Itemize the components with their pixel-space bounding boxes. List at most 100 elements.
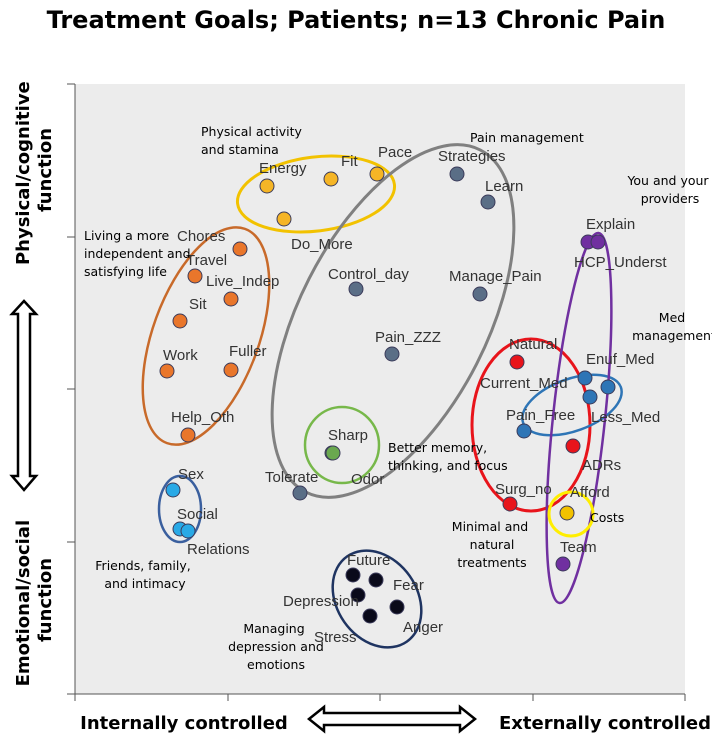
point-label-tolerate: Tolerate [265, 469, 318, 486]
point-hcp-underst [590, 234, 606, 250]
point-label-strategies: Strategies [438, 148, 506, 165]
point-label-social: Social [177, 506, 218, 523]
ellipse-providers [545, 231, 613, 605]
point-label-pain-free: Pain_Free [506, 407, 575, 424]
point-afford [559, 505, 575, 521]
point-label-less-med: Less_Med [591, 409, 660, 426]
vertical-double-arrow-icon [9, 299, 39, 492]
data-points [159, 166, 616, 624]
chart-title: Treatment Goals; Patients; n=13 Chronic … [47, 6, 666, 34]
group-annotations: Physical activity and stamina Living a m… [84, 124, 712, 672]
point-work [159, 363, 175, 379]
point-chores [232, 241, 248, 257]
annotation-memory: Better memory, thinking, and focus [388, 440, 508, 473]
point-pain-free [516, 423, 532, 439]
point-label-odor: Odor [351, 471, 384, 488]
point-pain-zzz [384, 346, 400, 362]
annotation-pain-management: Pain management [470, 130, 584, 145]
point-control-day [348, 281, 364, 297]
ellipse-depression [331, 549, 423, 649]
point-label-fit: Fit [341, 153, 358, 170]
axis-ticks [67, 83, 686, 701]
point-label-control-day: Control_day [328, 266, 409, 283]
point-surg-no [502, 496, 518, 512]
point-label-sit: Sit [189, 296, 207, 313]
x-label-right: Externally controlled [499, 713, 711, 734]
point-stress [362, 608, 378, 624]
point-label-sharp: Sharp [328, 427, 368, 444]
point-relations [180, 523, 196, 539]
annotation-providers: You and your providers [626, 173, 712, 206]
point-anger [389, 599, 405, 615]
point-sit [172, 313, 188, 329]
annotation-med: Med management [632, 310, 712, 343]
point-fuller [223, 362, 239, 378]
point-label-help-oth: Help_Oth [171, 409, 234, 426]
point-future [345, 567, 361, 583]
point-current-med [577, 370, 593, 386]
ellipse-physical [235, 154, 397, 234]
point-natural [509, 354, 525, 370]
ellipse-memory [303, 405, 381, 485]
point-label-enuf-med: Enuf_Med [586, 351, 654, 368]
point-label-chores: Chores [177, 228, 225, 245]
point-label-manage-pain: Manage_Pain [449, 268, 542, 285]
point-label-pace: Pace [378, 144, 412, 161]
point-strategies [449, 166, 465, 182]
point-adrs [565, 438, 581, 454]
point-manage-pain [472, 286, 488, 302]
point-label-pain-zzz: Pain_ZZZ [375, 329, 441, 346]
point-label-afford: Afford [570, 484, 610, 501]
point-do-more [276, 211, 292, 227]
point-label-live-indep: Live_Indep [206, 273, 279, 290]
ellipse-costs [547, 490, 595, 538]
point-enuf-med [600, 379, 616, 395]
group-ellipses [141, 143, 623, 649]
point-label-depression: Depression [283, 593, 359, 610]
ellipse-friends [157, 474, 203, 544]
point-label-surg-no: Surg_no [495, 481, 552, 498]
point-label-current-med: Current_Med [480, 375, 568, 392]
point-label-sex: Sex [178, 466, 204, 483]
point-label-explain: Explain [586, 216, 635, 233]
x-label-left: Internally controlled [80, 713, 288, 734]
ellipse-med [521, 373, 623, 437]
point-label-work: Work [163, 347, 198, 364]
ellipse-independent [141, 226, 271, 446]
point-team [555, 556, 571, 572]
annotation-physical: Physical activity and stamina [201, 124, 306, 157]
point-help-oth [180, 427, 196, 443]
point-tolerate [292, 485, 308, 501]
y-label-bottom: Emotional/social function [13, 514, 56, 687]
point-live-indep [223, 291, 239, 307]
point-energy [259, 178, 275, 194]
point-label-team: Team [560, 539, 597, 556]
point-depression [350, 587, 366, 603]
point-label-future: Future [347, 552, 390, 569]
annotation-costs: Costs [590, 510, 624, 525]
point-label-anger: Anger [403, 619, 443, 636]
point-label-do-more: Do_More [291, 236, 353, 253]
point-label-energy: Energy [259, 160, 307, 177]
horizontal-double-arrow-icon [306, 704, 478, 734]
point-label-relations: Relations [187, 541, 250, 558]
point-odor [325, 445, 341, 461]
point-label-stress: Stress [314, 629, 357, 646]
point-sex [165, 482, 181, 498]
point-travel [187, 268, 203, 284]
point-pace [369, 166, 385, 182]
point-fear [368, 572, 384, 588]
point-label-natural: Natural [509, 336, 557, 353]
point-label-hcp-underst: HCP_Underst [574, 254, 667, 271]
point-label-fear: Fear [393, 577, 424, 594]
point-label-adrs: ADRs [582, 457, 621, 474]
point-fit [323, 171, 339, 187]
point-label-travel: Travel [186, 252, 227, 269]
y-label-top: Physical/cognitive function [13, 75, 56, 265]
annotation-friends: Friends, family, and intimacy [95, 558, 194, 591]
